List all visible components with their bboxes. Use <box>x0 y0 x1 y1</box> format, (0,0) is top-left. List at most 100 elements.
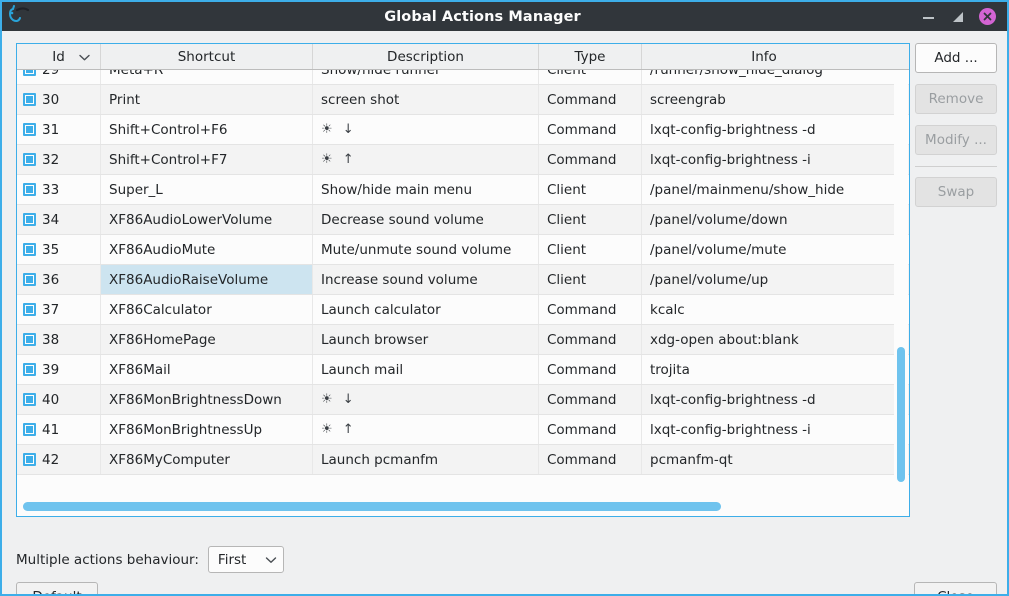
cell-shortcut[interactable]: XF86AudioMute <box>101 235 313 264</box>
cell-shortcut[interactable]: Shift+Control+F7 <box>101 145 313 174</box>
cell-description[interactable]: ☀ ↓ <box>313 115 539 144</box>
cell-type[interactable]: Command <box>539 295 642 324</box>
cell-id[interactable]: 35 <box>17 235 101 264</box>
cell-shortcut[interactable]: Print <box>101 85 313 114</box>
cell-type[interactable]: Client <box>539 175 642 204</box>
close-button[interactable]: Close <box>914 582 997 594</box>
cell-description[interactable]: ☀ ↑ <box>313 145 539 174</box>
cell-type[interactable]: Client <box>539 205 642 234</box>
cell-description[interactable]: Show/hide runner <box>313 70 539 84</box>
cell-type[interactable]: Command <box>539 445 642 474</box>
cell-id[interactable]: 30 <box>17 85 101 114</box>
enabled-checkbox-icon[interactable] <box>23 153 36 166</box>
cell-info[interactable]: pcmanfm-qt <box>642 445 886 474</box>
cell-id[interactable]: 29 <box>17 70 101 84</box>
enabled-checkbox-icon[interactable] <box>23 303 36 316</box>
cell-info[interactable]: lxqt-config-brightness -d <box>642 385 886 414</box>
multiple-actions-behaviour-select[interactable]: First <box>207 546 284 573</box>
column-header-shortcut[interactable]: Shortcut <box>101 44 313 69</box>
enabled-checkbox-icon[interactable] <box>23 183 36 196</box>
cell-type[interactable]: Command <box>539 355 642 384</box>
cell-shortcut[interactable]: XF86MyComputer <box>101 445 313 474</box>
cell-info[interactable]: lxqt-config-brightness -i <box>642 415 886 444</box>
cell-id[interactable]: 38 <box>17 325 101 354</box>
enabled-checkbox-icon[interactable] <box>23 393 36 406</box>
cell-id[interactable]: 31 <box>17 115 101 144</box>
cell-id[interactable]: 32 <box>17 145 101 174</box>
minimize-icon[interactable] <box>921 9 937 25</box>
cell-info[interactable]: kcalc <box>642 295 886 324</box>
cell-type[interactable]: Command <box>539 325 642 354</box>
cell-id[interactable]: 37 <box>17 295 101 324</box>
vertical-scrollbar-thumb[interactable] <box>897 347 905 482</box>
cell-info[interactable]: xdg-open about:blank <box>642 325 886 354</box>
horizontal-scrollbar-thumb[interactable] <box>23 502 721 511</box>
cell-description[interactable]: Decrease sound volume <box>313 205 539 234</box>
cell-shortcut[interactable]: Meta+R <box>101 70 313 84</box>
cell-id[interactable]: 40 <box>17 385 101 414</box>
enabled-checkbox-icon[interactable] <box>23 273 36 286</box>
enabled-checkbox-icon[interactable] <box>23 453 36 466</box>
cell-type[interactable]: Client <box>539 265 642 294</box>
cell-shortcut[interactable]: XF86AudioLowerVolume <box>101 205 313 234</box>
cell-type[interactable]: Command <box>539 145 642 174</box>
cell-id[interactable]: 33 <box>17 175 101 204</box>
cell-type[interactable]: Client <box>539 70 642 84</box>
cell-info[interactable]: /runner/show_hide_dialog <box>642 70 886 84</box>
cell-shortcut[interactable]: XF86MonBrightnessUp <box>101 415 313 444</box>
cell-info[interactable]: lxqt-config-brightness -i <box>642 145 886 174</box>
cell-type[interactable]: Client <box>539 235 642 264</box>
enabled-checkbox-icon[interactable] <box>23 363 36 376</box>
cell-description[interactable]: ☀ ↑ <box>313 415 539 444</box>
horizontal-scrollbar[interactable] <box>17 497 909 515</box>
enabled-checkbox-icon[interactable] <box>23 213 36 226</box>
cell-shortcut[interactable]: XF86HomePage <box>101 325 313 354</box>
vertical-scrollbar[interactable] <box>894 70 908 516</box>
cell-type[interactable]: Command <box>539 115 642 144</box>
cell-shortcut[interactable]: XF86Mail <box>101 355 313 384</box>
cell-type[interactable]: Command <box>539 385 642 414</box>
cell-description[interactable]: Launch mail <box>313 355 539 384</box>
cell-info[interactable]: trojita <box>642 355 886 384</box>
cell-info[interactable]: /panel/mainmenu/show_hide <box>642 175 886 204</box>
remove-button[interactable]: Remove <box>915 84 997 114</box>
close-icon[interactable] <box>979 8 996 25</box>
enabled-checkbox-icon[interactable] <box>23 333 36 346</box>
column-header-id[interactable]: Id <box>17 44 101 69</box>
cell-description[interactable]: Increase sound volume <box>313 265 539 294</box>
enabled-checkbox-icon[interactable] <box>23 123 36 136</box>
cell-info[interactable]: /panel/volume/up <box>642 265 886 294</box>
cell-shortcut[interactable]: XF86Calculator <box>101 295 313 324</box>
cell-shortcut[interactable]: XF86MonBrightnessDown <box>101 385 313 414</box>
cell-description[interactable]: Launch pcmanfm <box>313 445 539 474</box>
column-header-description[interactable]: Description <box>313 44 539 69</box>
column-header-type[interactable]: Type <box>539 44 642 69</box>
enabled-checkbox-icon[interactable] <box>23 93 36 106</box>
cell-description[interactable]: Launch browser <box>313 325 539 354</box>
cell-type[interactable]: Command <box>539 85 642 114</box>
cell-info[interactable]: lxqt-config-brightness -d <box>642 115 886 144</box>
modify-button[interactable]: Modify ... <box>915 125 997 155</box>
enabled-checkbox-icon[interactable] <box>23 70 36 76</box>
cell-id[interactable]: 34 <box>17 205 101 234</box>
cell-description[interactable]: Show/hide main menu <box>313 175 539 204</box>
enabled-checkbox-icon[interactable] <box>23 243 36 256</box>
default-button[interactable]: Default <box>16 582 98 594</box>
cell-description[interactable]: Launch calculator <box>313 295 539 324</box>
table-row[interactable]: 29Meta+RShow/hide runnerClient/runner/sh… <box>17 70 909 85</box>
column-header-info[interactable]: Info <box>642 44 886 69</box>
maximize-icon[interactable] <box>950 9 966 25</box>
cell-description[interactable]: Mute/unmute sound volume <box>313 235 539 264</box>
